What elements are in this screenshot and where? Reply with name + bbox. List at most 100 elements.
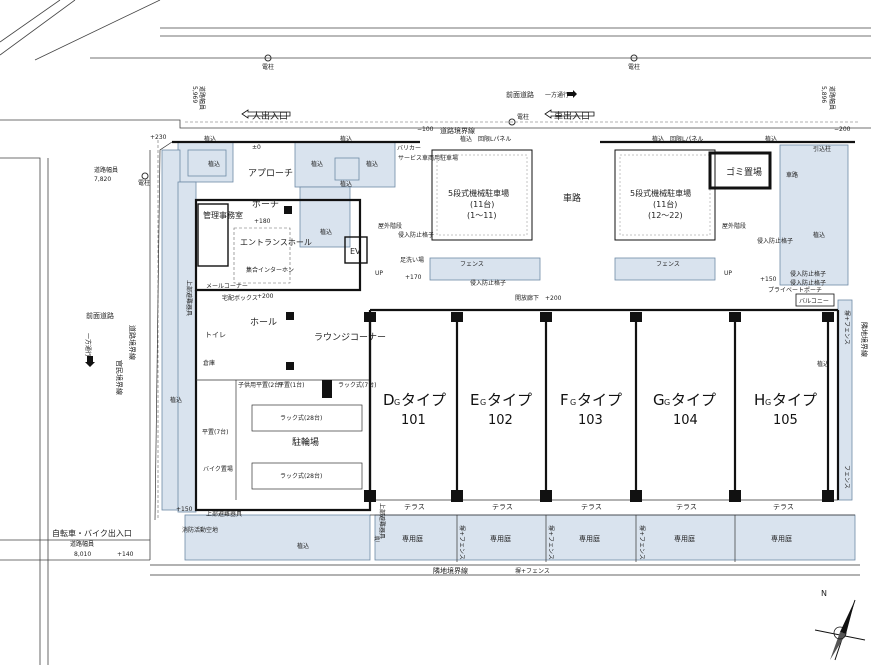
planting-label-12: 植込 — [460, 135, 472, 143]
wall-fence-label-1: 塀+フェンス — [458, 525, 466, 560]
road-width-top-value: 5,969 — [191, 86, 198, 103]
neighbor-boundary-right-label: 隣地境界線 — [860, 322, 869, 357]
unit-102-type-sub: G — [480, 398, 486, 407]
parking-left-count: (11台) — [470, 199, 494, 209]
parking-right-title: 5段式機械駐車場 — [630, 188, 691, 198]
rack-28-a-box — [251, 404, 363, 432]
lounge-label: ラウンジコーナー — [314, 332, 386, 343]
unit-104-type-letter: G — [653, 391, 665, 409]
toilet-label: トイレ — [205, 331, 226, 339]
level-p150-bot: +150 — [176, 506, 193, 513]
road-width-left-value: 7,820 — [94, 176, 111, 183]
fence-label-2: フェンス — [656, 261, 680, 268]
unit-104-number: 104 — [673, 413, 698, 428]
guide-panel-label-2: 回限Lパネル — [670, 135, 703, 143]
planting-label-4: 植込 — [311, 160, 323, 168]
driveway-label: 車路 — [563, 192, 581, 204]
guide-panel-label-1: 回限Lパネル — [478, 135, 511, 143]
hall-label: ホール — [250, 317, 277, 328]
garbage-label: ゴミ置場 — [726, 166, 762, 178]
grille-label-4: 侵入防止格子 — [790, 270, 826, 278]
planting-label-9: 植込 — [297, 542, 309, 550]
planting-label-11: 植込 — [652, 135, 664, 143]
level-p180: +180 — [254, 218, 271, 225]
unit-104-type-suffix: タイプ — [671, 391, 716, 409]
hall-column-1 — [286, 312, 294, 320]
outdoor-stairs-label-2: 屋外階段 — [722, 222, 746, 230]
porch-column — [284, 206, 292, 214]
level-p230: +230 — [150, 134, 167, 141]
rack-28-b-label: ラック式(28台) — [280, 472, 322, 480]
north-compass-icon — [814, 599, 866, 661]
fence-label-1: フェンス — [460, 261, 484, 268]
parking-right-inner — [619, 154, 711, 236]
unit-101-type-sub: G — [394, 398, 400, 407]
hall-column-2 — [286, 362, 294, 370]
garden-label-103: 専用庭 — [579, 534, 600, 543]
unit-103-type-sub: G — [570, 398, 576, 407]
upper-evac-label-3: 上部避難器具 — [378, 503, 386, 539]
grille-label-1: 侵入防止格子 — [398, 231, 434, 239]
garden-label-102: 専用庭 — [490, 534, 511, 543]
road-width-left-label: 道路幅員 — [94, 166, 118, 174]
bike-column — [322, 380, 332, 398]
level-p200-hall: +200 — [257, 293, 274, 300]
road-width-right-label: 道路幅員 — [828, 86, 836, 110]
unit-105-type-letter: H — [754, 391, 765, 409]
level-p150: +150 — [760, 276, 777, 283]
barrier-label: バリカー — [397, 145, 421, 152]
planting-label-3: 植込 — [340, 135, 352, 143]
parking-left-inner — [436, 154, 528, 236]
unit-105-number: 105 — [773, 413, 798, 428]
outdoor-stairs-label-1: 屋外階段 — [378, 222, 402, 230]
unit-walls — [364, 312, 855, 562]
wall-fence-label-3: 塀+フェンス — [638, 525, 646, 560]
unit-103-type-suffix: タイプ — [577, 391, 622, 409]
compass-north-label: N — [821, 589, 827, 598]
balcony-box — [795, 293, 835, 307]
garbage-box — [708, 151, 772, 190]
terrace-label-105: テラス — [773, 503, 794, 511]
pole-label-3: 電柱 — [138, 179, 150, 187]
intercom-label: 集合インターホン — [246, 266, 294, 274]
road-width-bottom-label: 道路幅員 — [70, 540, 94, 548]
planting-label-7: 植込 — [320, 228, 332, 236]
pull-in-label: 引込柱 — [813, 145, 831, 153]
parking-right-box — [614, 149, 716, 241]
planting-label-5: 植込 — [340, 180, 352, 188]
one-way-left-label: 一方通行 — [84, 333, 92, 357]
planting-areas — [161, 141, 856, 561]
flat-7-label: 平置(7台) — [202, 428, 229, 436]
road-width-right-value: 5,896 — [820, 86, 827, 103]
storage-label: 倉庫 — [203, 359, 215, 367]
one-way-down-arrow-icon — [85, 356, 95, 367]
open-corridor-label: 開放廊下 — [515, 294, 539, 302]
entrance-hall-box — [233, 227, 291, 284]
garden-label-105: 専用庭 — [771, 534, 792, 543]
private-porch-label: プライベートポーチ — [768, 286, 822, 294]
rack-28-b-box — [251, 462, 363, 490]
one-way-top-label: 一方通行 — [545, 91, 569, 99]
mail-corner-label: メールコーナー — [206, 283, 248, 290]
rack-28-a-label: ラック式(28台) — [280, 414, 322, 422]
one-way-arrow-icon — [567, 90, 577, 98]
front-road-top-label: 前面道路 — [506, 90, 534, 99]
elevator-label: EV — [350, 247, 361, 256]
approach-label: アプローチ — [248, 168, 293, 179]
pole-label-1: 電柱 — [262, 63, 274, 71]
unit-105-type-sub: G — [765, 398, 771, 407]
neighbor-boundary-bottom-label: 隣地境界線 — [433, 566, 468, 575]
delivery-box-label: 宅配ボックス — [222, 294, 258, 302]
level-m100: −100 — [417, 126, 434, 133]
balcony-label: バルコニー — [799, 298, 829, 305]
terrace-label-104: テラス — [676, 503, 697, 511]
grille-label-3: 侵入防止格子 — [757, 237, 793, 245]
pedestrian-arrow-icon — [241, 109, 291, 119]
terrace-label-103: テラス — [581, 503, 602, 511]
grille-label-5: 侵入防止格子 — [790, 279, 826, 287]
entrance-hall-label: エントランスホール — [240, 238, 312, 247]
pole-label-2: 電柱 — [628, 63, 640, 71]
utility-poles — [141, 54, 638, 180]
